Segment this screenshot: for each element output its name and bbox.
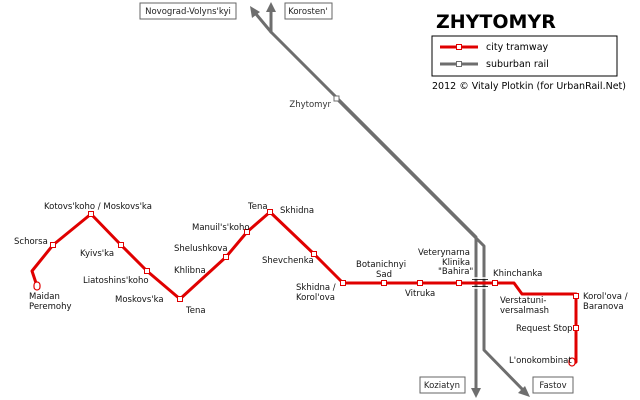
- station-label-skhidna-korolova-2: Korol'ova: [296, 293, 335, 303]
- tram-station-tena-low: [177, 296, 183, 302]
- station-label-tena-low: Tena: [185, 306, 206, 316]
- rail-station-label: Zhytomyr: [289, 100, 331, 110]
- destination-koziatyn: Koziatyn: [419, 376, 466, 394]
- tram-station-manuilskoho: [244, 229, 250, 235]
- destination-novograd: Novograd-Volyns'kyi: [139, 2, 237, 20]
- tram-station-korolova-baranova: [573, 293, 579, 299]
- arrow-northwest-icon: [250, 6, 260, 18]
- station-label-veterynarna-2: Klinika: [442, 258, 470, 268]
- station-label-korolova-baranova: Korol'ova /: [583, 292, 628, 302]
- station-label-vitruka: Vitruka: [405, 289, 435, 299]
- tram-station-skhidna-korolova: [340, 280, 346, 286]
- station-label-skhidna-korolova: Skhidna /: [296, 283, 336, 293]
- tram-stations: [33, 209, 579, 367]
- destination-label: Korosten': [288, 7, 328, 17]
- legend-box: [431, 35, 618, 77]
- station-label-maidan: Maidan: [29, 292, 60, 302]
- tram-station-liatoshinskoho: [144, 268, 150, 274]
- destination-label: Fastov: [539, 381, 566, 391]
- legend-rail-station: [456, 61, 462, 67]
- suburban-rail-lines: [254, 10, 527, 394]
- station-label-khlibna: Khlibna: [174, 266, 206, 276]
- station-label-moskovska: Moskovs'ka: [115, 295, 164, 305]
- station-label-verstatuni: Verstatuni-: [500, 296, 546, 306]
- tram-station-kyivska: [118, 242, 124, 248]
- station-label-lonokombinat: L'onokombinat: [509, 356, 572, 366]
- rail-line-fastov: [334, 96, 527, 394]
- map-title: ZHYTOMYR: [436, 11, 556, 33]
- destination-label: Koziatyn: [424, 381, 460, 391]
- station-label-korolova-baranova-2: Baranova: [583, 302, 624, 312]
- legend: city tramway suburban rail: [431, 35, 618, 77]
- tram-station-vitruka: [417, 280, 423, 286]
- tram-terminus-lonokombinat: [568, 357, 576, 367]
- station-label-veterynarna-3: "Bahira": [438, 267, 473, 277]
- station-label-shelushkova: Shelushkova: [174, 244, 228, 254]
- arrow-southeast-icon: [518, 386, 530, 397]
- tram-station-khlibna: [223, 254, 229, 260]
- rail-branch-novograd: [254, 12, 273, 34]
- arrow-north-icon: [266, 2, 276, 12]
- tram-terminus-maidan: [33, 281, 41, 291]
- station-label-veterynarna: Veterynarna: [418, 248, 470, 258]
- destination-korosten: Korosten': [284, 2, 333, 20]
- tram-station-botanichnyi: [381, 280, 387, 286]
- tram-station-kotovskoho: [88, 211, 94, 217]
- tram-station-shevchenka: [311, 251, 317, 257]
- tram-station-labels: Maidan Peremohy Schorsa Kotovs'koho / Mo…: [14, 202, 628, 366]
- legend-rail-label: suburban rail: [486, 59, 549, 70]
- station-label-kotovskoho: Kotovs'koho / Moskovs'ka: [44, 202, 152, 212]
- tram-station-request-stop: [573, 325, 579, 331]
- station-label-skhidna: Skhidna: [280, 206, 314, 216]
- station-label-request-stop: Request Stop: [516, 324, 573, 334]
- tram-station-tena-high: [267, 209, 273, 215]
- station-label-kyivska: Kyivs'ka: [80, 249, 114, 259]
- legend-tram-station: [456, 44, 462, 50]
- station-label-verstatuni-2: versalmash: [500, 306, 549, 316]
- tram-station-schorsa: [50, 242, 56, 248]
- station-label-khinchanka: Khinchanka: [493, 269, 542, 279]
- station-label-liatoshinskoho: Liatoshins'koho: [83, 276, 149, 286]
- station-label-botanichnyi-2: Sad: [376, 270, 392, 280]
- station-label-botanichnyi: Botanichnyi: [356, 260, 406, 270]
- tram-station-veterynarna: [456, 280, 462, 286]
- tram-station-khinchanka: [492, 280, 498, 286]
- arrow-south-icon: [471, 388, 481, 398]
- map-credit: 2012 © Vitaly Plotkin (for UrbanRail.Net…: [432, 81, 626, 92]
- destination-label: Novograd-Volyns'kyi: [145, 7, 231, 17]
- rail-station-marker: [333, 95, 340, 102]
- station-label-maidan-2: Peremohy: [29, 302, 72, 312]
- station-label-shevchenka: Shevchenka: [262, 256, 314, 266]
- station-label-manuilskoho: Manuil's'koho: [192, 223, 250, 233]
- destination-fastov: Fastov: [532, 376, 574, 394]
- station-label-schorsa: Schorsa: [14, 237, 48, 247]
- station-label-tena-high: Tena: [247, 202, 268, 212]
- legend-tram-label: city tramway: [486, 42, 549, 53]
